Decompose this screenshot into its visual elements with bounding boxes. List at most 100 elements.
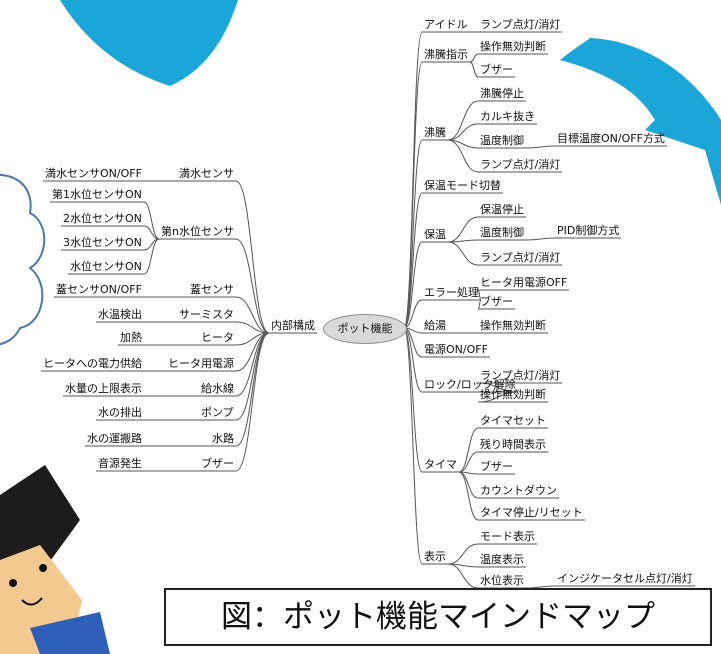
component-node[interactable]: 第n水位センサ <box>161 225 234 238</box>
branch-node[interactable]: 沸騰指示 <box>424 48 468 61</box>
leaf-node[interactable]: カルキ抜き <box>480 110 535 123</box>
branch-node[interactable]: タイマ <box>424 458 457 471</box>
leaf-node[interactable]: タイマ停止/リセット <box>480 506 583 519</box>
component-detail-node[interactable]: 3水位センサON <box>63 236 142 249</box>
detail-node[interactable]: PID制御方式 <box>557 224 620 237</box>
leaf-node[interactable]: 操作無効判断 <box>480 388 546 401</box>
leaf-node[interactable]: 温度制御 <box>480 226 524 239</box>
blue-arrow-decoration <box>60 0 238 86</box>
blue-arrow-decoration-right <box>560 38 721 205</box>
leaf-connector <box>458 471 479 521</box>
internal-structure-node[interactable]: 内部構成 <box>271 319 315 332</box>
branch-node[interactable]: アイドル <box>424 18 468 31</box>
component-detail-connector <box>143 225 160 240</box>
component-node[interactable]: ヒータ用電源 <box>168 357 234 370</box>
leaf-connector <box>458 451 479 473</box>
branch-node[interactable]: 保温モード切替 <box>424 179 501 192</box>
leaf-node[interactable]: 沸騰停止 <box>480 87 524 100</box>
branch-node[interactable]: ロック/ロック解除 <box>424 378 516 391</box>
leaf-node[interactable]: ブザー <box>480 460 513 473</box>
component-node[interactable]: ポンプ <box>201 406 234 419</box>
leaf-node[interactable]: 残り時間表示 <box>480 438 546 451</box>
component-node[interactable]: ブザー <box>201 457 234 470</box>
branch-connector <box>403 241 423 329</box>
component-connector <box>235 296 270 334</box>
branch-connector <box>403 192 423 329</box>
leaf-connector <box>447 216 479 243</box>
leaf-node[interactable]: 温度制御 <box>480 134 524 147</box>
leaf-connector <box>447 100 479 141</box>
component-detail-node[interactable]: 音源発生 <box>98 457 142 470</box>
component-connector <box>235 321 270 334</box>
figure-caption: 図：ポット機能マインドマップ <box>164 588 712 646</box>
leaf-node[interactable]: ランプ点灯/消灯 <box>480 18 561 31</box>
leaf-node[interactable]: ヒータ用電源OFF <box>480 276 568 289</box>
detail-connector <box>525 237 556 241</box>
leaf-node[interactable]: カウントダウン <box>480 484 557 497</box>
branch-node[interactable]: 表示 <box>424 550 446 563</box>
leaf-connector <box>477 391 519 403</box>
leaf-connector <box>477 382 519 393</box>
mascot-character <box>0 465 110 654</box>
component-connector <box>235 332 270 472</box>
leaf-connector <box>469 61 479 78</box>
branch-connector <box>403 139 423 329</box>
component-node[interactable]: 蓋センサ <box>190 283 234 296</box>
branch-connector <box>403 61 423 329</box>
component-node[interactable]: 満水センサ <box>179 167 234 180</box>
detail-node[interactable]: インジケータセル点灯/消灯 <box>557 572 693 585</box>
leaf-node[interactable]: ブザー <box>480 295 513 308</box>
detail-connector <box>525 585 556 589</box>
leaf-node[interactable]: 温度表示 <box>480 553 524 566</box>
component-detail-node[interactable]: 水温検出 <box>98 308 142 321</box>
leaf-node[interactable]: ランプ点灯/消灯 <box>480 369 561 382</box>
component-detail-node[interactable]: 水の排出 <box>98 406 142 419</box>
component-detail-connector <box>143 238 160 275</box>
component-detail-node[interactable]: 水量の上限表示 <box>65 382 142 395</box>
component-node[interactable]: サーミスタ <box>179 308 234 321</box>
leaf-connector <box>447 123 479 141</box>
detail-connector <box>525 145 556 149</box>
leaf-node[interactable]: ブザー <box>480 63 513 76</box>
component-detail-node[interactable]: ヒータへの電力供給 <box>43 357 142 370</box>
leaf-node[interactable]: モード表示 <box>480 530 535 543</box>
branch-node[interactable]: 保温 <box>424 228 446 241</box>
leaf-connector <box>447 241 479 266</box>
leaf-node[interactable]: 操作無効判断 <box>480 319 546 332</box>
component-detail-node[interactable]: 加熱 <box>120 331 142 344</box>
component-node[interactable]: 水路 <box>212 432 234 445</box>
detail-node[interactable]: 目標温度ON/OFF方式 <box>557 132 665 145</box>
component-detail-node[interactable]: 蓋センサON/OFF <box>56 283 142 296</box>
leaf-connector <box>458 427 479 473</box>
component-detail-node[interactable]: 満水センサON/OFF <box>45 167 142 180</box>
component-node[interactable]: 給水線 <box>201 382 234 395</box>
leaf-connector <box>447 563 479 589</box>
leaf-connector <box>447 543 479 565</box>
component-connector <box>235 238 270 334</box>
leaf-connector <box>469 53 479 63</box>
branch-connector <box>403 327 423 473</box>
component-detail-node[interactable]: 水位センサON <box>70 260 142 273</box>
component-detail-connector <box>143 201 160 240</box>
branch-node[interactable]: 給湯 <box>424 319 446 332</box>
component-connector <box>235 180 270 334</box>
leaf-connector <box>447 139 479 173</box>
branch-node[interactable]: 沸騰 <box>424 126 446 139</box>
leaf-node[interactable]: 保温停止 <box>480 203 524 216</box>
component-detail-node[interactable]: 第1水位センサON <box>52 188 142 201</box>
component-detail-node[interactable]: 水の運搬路 <box>87 432 142 445</box>
leaf-node[interactable]: タイマセット <box>480 414 546 427</box>
branch-node[interactable]: 電源ON/OFF <box>424 343 488 356</box>
leaf-connector <box>477 299 482 310</box>
leaf-node[interactable]: ランプ点灯/消灯 <box>480 251 561 264</box>
component-detail-node[interactable]: 2水位センサON <box>63 212 142 225</box>
leaf-node[interactable]: ランプ点灯/消灯 <box>480 158 561 171</box>
leaf-node[interactable]: 水位表示 <box>480 574 524 587</box>
root-node[interactable]: ポット機能 <box>323 314 407 344</box>
leaf-node[interactable]: 操作無効判断 <box>480 40 546 53</box>
component-node[interactable]: ヒータ <box>201 331 234 344</box>
branch-node[interactable]: エラー処理 <box>424 286 479 299</box>
